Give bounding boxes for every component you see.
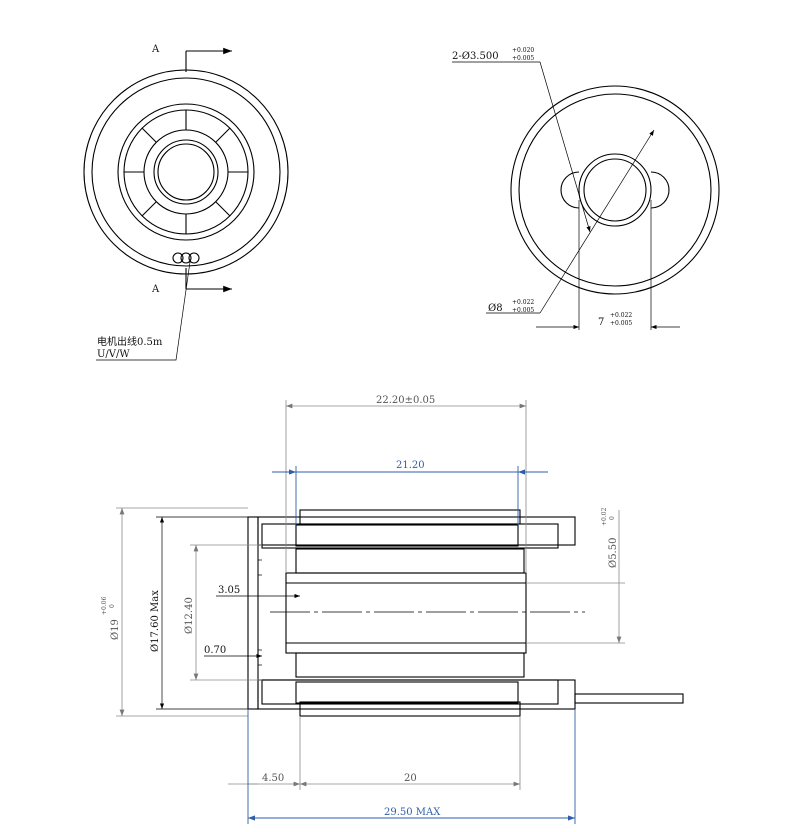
dim-17-text: Ø17.60 Max [150, 590, 161, 652]
dim-070-text: 0.70 [204, 645, 226, 656]
hole-tol-upper: +0.020 [512, 47, 534, 54]
outer-rim-inner [91, 77, 281, 267]
housing-top [257, 516, 576, 546]
housing-bottom [257, 679, 576, 710]
back-outer-rim [510, 85, 720, 295]
rotor-top [295, 548, 525, 574]
stator-spokes [124, 110, 248, 234]
section-view: 22.20±0.05 21.20 Ø19 +0.06 0 Ø17.60 Max … [101, 395, 684, 824]
hole-tol-lower: +0.005 [512, 55, 534, 62]
spacing-tol-upper: +0.022 [610, 312, 632, 319]
dim-5-tol-upper: +0.02 [601, 507, 608, 526]
dim-max-text: 29.50 MAX [384, 807, 441, 818]
lead-note-leader [96, 261, 191, 361]
end-plate-ticks [258, 559, 262, 666]
dim-19-tol-upper: +0.06 [101, 596, 108, 615]
dim-21-text: 21.20 [396, 460, 425, 471]
bore [153, 139, 219, 205]
lead-note-line2: U/V/W [97, 349, 130, 360]
shaft-bore [285, 572, 527, 654]
dim-450-text: 4.50 [262, 773, 284, 784]
outer-rim [83, 69, 289, 275]
end-plate [247, 516, 259, 710]
boss-outer [578, 153, 652, 227]
hub-outer [143, 129, 229, 215]
dim-5-text: Ø5.50 [608, 538, 619, 568]
boss-callout-leader [539, 129, 655, 314]
dim-5-tol-lower: 0 [609, 516, 616, 520]
winding-bottom-bg [261, 679, 559, 705]
winding-top-bg [261, 523, 559, 549]
hole-callout-text: 2-Ø3.500 [452, 51, 499, 62]
mount-hole-right [650, 171, 670, 209]
back-view: 2-Ø3.500 +0.020 +0.005 Ø8 +0.022 +0.005 … [452, 47, 720, 330]
dim-22-text: 22.20±0.05 [376, 395, 435, 406]
rotor-bottom [295, 652, 525, 678]
lead-wire-holes [172, 252, 200, 264]
lead-note-line1: 电机出线0.5m [97, 335, 163, 348]
section-label-bottom: A [151, 284, 160, 295]
boss-inner [583, 158, 647, 222]
magnet-bottom-outer [299, 701, 521, 717]
boss-callout-text: Ø8 [488, 303, 503, 314]
dim-305-text: 3.05 [218, 585, 240, 596]
bore-inner [157, 143, 215, 201]
hole-callout-leader [539, 61, 591, 233]
winding-top [295, 524, 519, 547]
mount-hole-left [560, 171, 580, 209]
spacing-value: 7 [598, 317, 604, 328]
dim-20-text: 20 [404, 773, 417, 784]
section-label-top: A [151, 44, 160, 55]
dim-19-text: Ø19 [110, 619, 121, 640]
winding-bottom [295, 681, 519, 704]
boss-tol-upper: +0.022 [512, 299, 534, 306]
spacing-tol-lower: +0.005 [610, 320, 632, 327]
front-view: A A 电机出线0.5m U/V/W [83, 44, 289, 361]
dim-19-tol-lower: 0 [109, 604, 116, 608]
dim-12-text: Ø12.40 [184, 597, 195, 634]
boss-tol-lower: +0.005 [512, 307, 534, 314]
back-outer-rim-inner [518, 93, 712, 287]
stator-ring [117, 103, 255, 241]
output-lead [574, 693, 684, 704]
